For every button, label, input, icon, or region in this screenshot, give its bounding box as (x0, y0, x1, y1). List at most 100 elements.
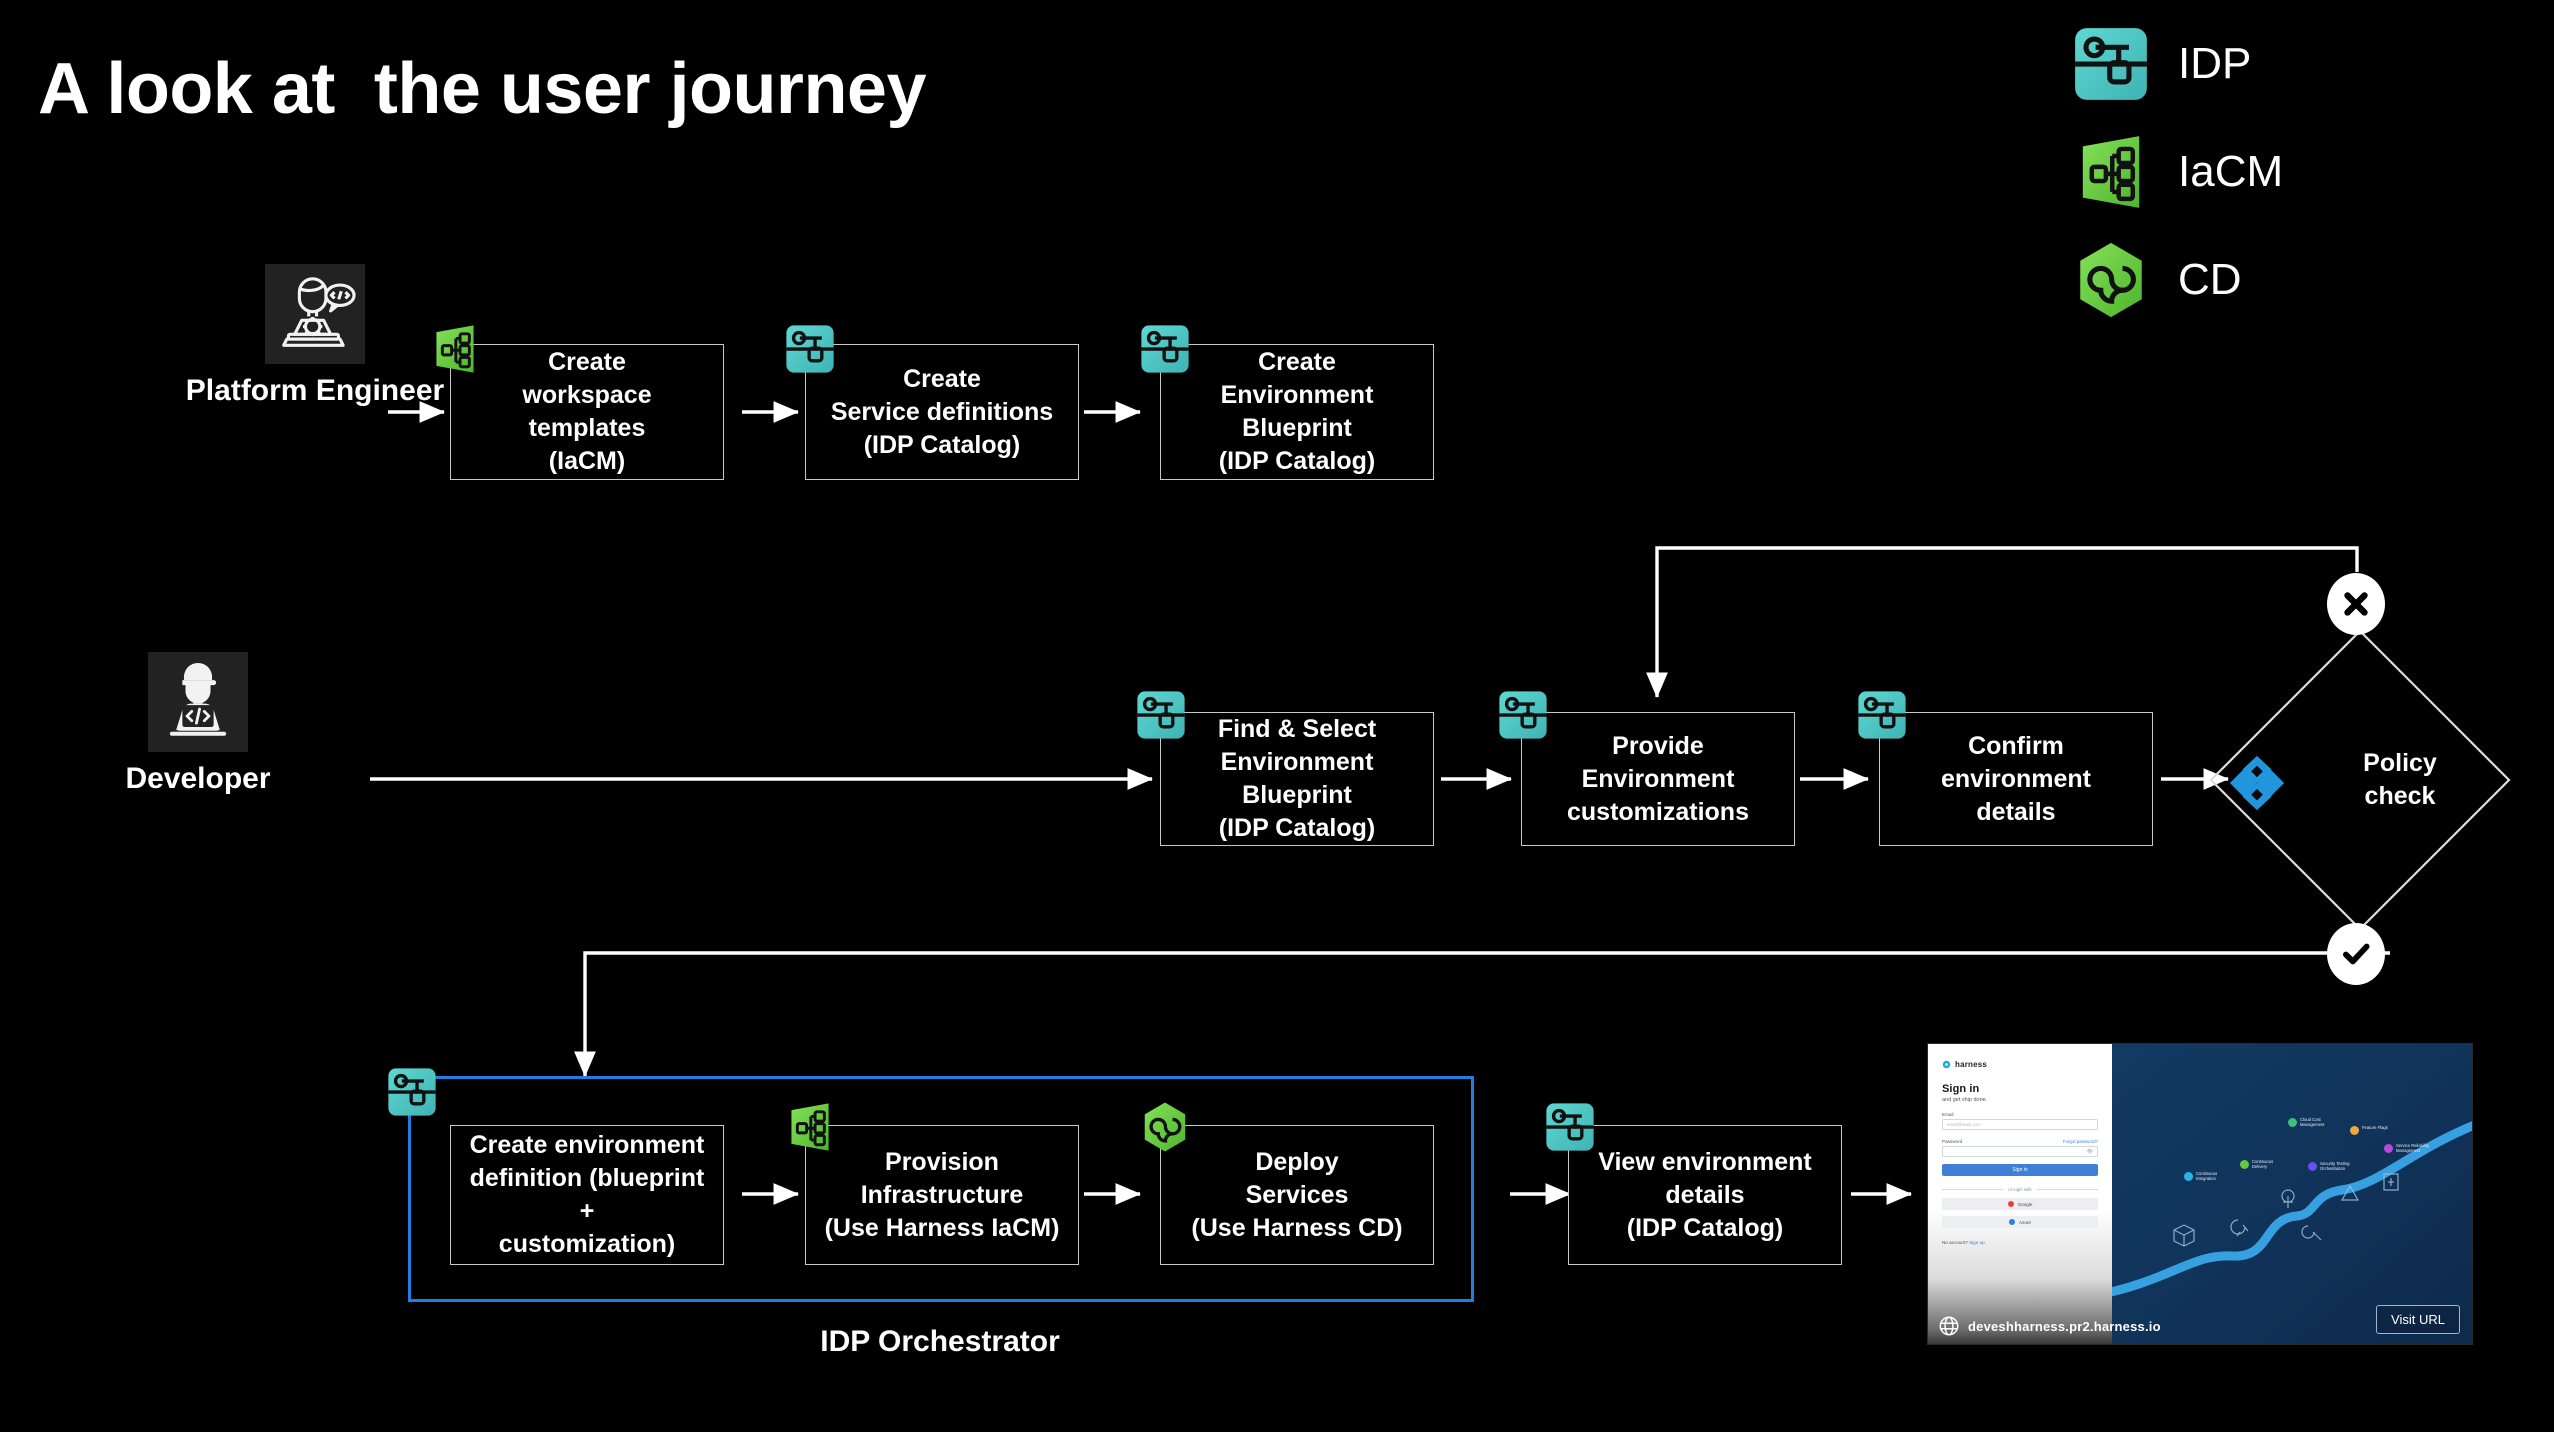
policy-check-icon (2229, 755, 2285, 811)
module-label: Feature Flags (2362, 1125, 2388, 1130)
module-label: Continuous Delivery (2252, 1159, 2274, 1169)
legend-item-label: CD (2178, 255, 2242, 304)
divider-line-left (1942, 1189, 2004, 1190)
step-create-service-definitions[interactable]: Create Service definitions (IDP Catalog) (805, 344, 1079, 480)
module-pin-service-reliability-management: Service Reliability Management (2384, 1143, 2429, 1154)
password-row: Password Forgot password? (1942, 1139, 2098, 1144)
divider-line-right (2036, 1189, 2098, 1190)
email-label: Email (1942, 1112, 1954, 1117)
azure-icon (2008, 1219, 2015, 1225)
developer-avatar-icon (148, 652, 248, 752)
persona-label: Platform Engineer (185, 374, 445, 407)
journey-path-illustration (2112, 1121, 2472, 1297)
legend-item-label: IDP (2178, 39, 2252, 88)
module-pin-continuous-delivery: Continuous Delivery (2240, 1159, 2274, 1170)
sign-up-link[interactable]: Sign up (1969, 1240, 1985, 1245)
step-find-select-environment-blueprint[interactable]: Find & Select Environment Blueprint (IDP… (1160, 712, 1434, 846)
step-create-environment-definition[interactable]: Create environment definition (blueprint… (450, 1125, 724, 1265)
idp-product-icon (1137, 691, 1185, 739)
iacm-product-icon (436, 325, 474, 373)
step-label: Find & Select Environment Blueprint (IDP… (1217, 715, 1377, 842)
azure-label: Azure (2018, 1219, 2031, 1225)
harness-logo: harness (1942, 1060, 2098, 1069)
step-provision-infrastructure[interactable]: Provision Infrastructure (Use Harness Ia… (805, 1125, 1079, 1265)
step-view-environment-details[interactable]: View environment details (IDP Catalog) (1568, 1125, 1842, 1265)
step-create-workspace-templates[interactable]: Create workspace templates (IaCM) (450, 344, 724, 480)
signin-subtitle: and get ship done. (1942, 1097, 1988, 1103)
step-label: Create Service definitions (IDP Catalog) (830, 364, 1054, 459)
legend-item-iacm: IaCM (2070, 118, 2490, 226)
module-label: Cloud Cost Management (2300, 1117, 2325, 1127)
step-deploy-services[interactable]: Deploy Services (Use Harness CD) (1160, 1125, 1434, 1265)
idp-product-icon (1546, 1103, 1594, 1151)
cd-product-icon (1144, 1102, 1186, 1152)
iacm-product-icon (2082, 136, 2140, 208)
step-label: Provision Infrastructure (Use Harness Ia… (824, 1147, 1060, 1242)
forgot-password-link[interactable]: Forgot password? (2062, 1139, 2098, 1144)
email-placeholder: email@work.com (1947, 1122, 1981, 1127)
idp-product-icon (1141, 325, 1189, 373)
oauth-divider: or login with (1942, 1187, 2098, 1192)
step-create-environment-blueprint[interactable]: Create Environment Blueprint (IDP Catalo… (1160, 344, 1434, 480)
step-label: Deploy Services (Use Harness CD) (1191, 1147, 1403, 1242)
signin-title: Sign in (1942, 1083, 1980, 1095)
legend-item-cd: CD (2070, 226, 2490, 334)
module-pin-feature-flags: Feature Flags (2350, 1125, 2388, 1135)
idp-product-icon (786, 325, 834, 373)
module-dot-icon (2240, 1160, 2249, 1169)
step-label: View environment details (IDP Catalog) (1598, 1147, 1812, 1242)
idp-product-icon (388, 1068, 436, 1116)
step-confirm-environment-details[interactable]: Confirm environment details (1879, 712, 2153, 846)
page-title: A look at the user journey (38, 49, 927, 129)
password-label: Password (1942, 1139, 1963, 1144)
module-label: Continuous Integration (2196, 1171, 2218, 1181)
x-badge-icon (2327, 573, 2385, 635)
module-dot-icon (2288, 1118, 2297, 1127)
module-label: Security Testing Orchestration (2320, 1161, 2350, 1171)
module-dot-icon (2350, 1126, 2359, 1135)
idp-orchestrator-frame (408, 1076, 1474, 1302)
visit-url-button[interactable]: Visit URL (2376, 1305, 2460, 1334)
arrow-policy-reject-loop (1646, 546, 2359, 699)
module-dot-icon (2184, 1172, 2193, 1181)
signin-panel: harness Sign in and get ship done. Email… (1928, 1044, 2112, 1344)
product-legend: IDP IaCM CD (2070, 10, 2490, 334)
decision-label: Policy check (2363, 749, 2437, 810)
globe-icon (1939, 1316, 1959, 1336)
persona-label: Developer (125, 762, 271, 795)
cd-product-icon (2080, 242, 2142, 318)
google-icon (2007, 1201, 2014, 1207)
step-label: Create environment definition (blueprint… (469, 1131, 705, 1258)
step-label: Create workspace templates (IaCM) (522, 348, 652, 475)
persona-developer: Developer (78, 652, 318, 796)
idp-product-icon (2075, 28, 2147, 100)
url-bar: deveshharness.pr2.harness.io (1928, 1308, 2472, 1344)
signin-button[interactable]: Sign in (1942, 1164, 2098, 1176)
step-label: Create Environment Blueprint (IDP Catalo… (1218, 348, 1376, 475)
iacm-product-icon (791, 1103, 829, 1151)
check-badge-icon (2327, 923, 2385, 985)
module-pin-cloud-cost-management: Cloud Cost Management (2288, 1117, 2325, 1128)
google-label: Google (2017, 1201, 2033, 1207)
google-login-button[interactable]: Google (1942, 1198, 2098, 1210)
legend-item-idp: IDP (2070, 10, 2490, 118)
eye-icon[interactable]: 👁 (2086, 1148, 2093, 1155)
step-provide-environment-customizations[interactable]: Provide Environment customizations (1521, 712, 1795, 846)
azure-login-button[interactable]: Azure (1942, 1216, 2098, 1228)
persona-platform-engineer: Platform Engineer (170, 264, 460, 408)
url-text: deveshharness.pr2.harness.io (1968, 1318, 2161, 1334)
step-label: Provide Environment customizations (1567, 731, 1749, 826)
module-dot-icon (2308, 1162, 2317, 1171)
step-label: Confirm environment details (1940, 731, 2092, 826)
password-field[interactable]: 👁 (1942, 1146, 2098, 1157)
legend-item-label: IaCM (2178, 147, 2284, 196)
platform-engineer-avatar-icon (265, 264, 365, 364)
harness-signin-screenshot[interactable]: harness Sign in and get ship done. Email… (1928, 1044, 2472, 1344)
idp-orchestrator-label: IDP Orchestrator (820, 1325, 1060, 1358)
module-pin-security-testing-orchestration: Security Testing Orchestration (2308, 1161, 2350, 1172)
idp-product-icon (1499, 691, 1547, 739)
email-field[interactable]: email@work.com (1942, 1119, 2098, 1130)
module-dot-icon (2384, 1144, 2393, 1153)
module-pin-continuous-integration: Continuous Integration (2184, 1171, 2218, 1182)
